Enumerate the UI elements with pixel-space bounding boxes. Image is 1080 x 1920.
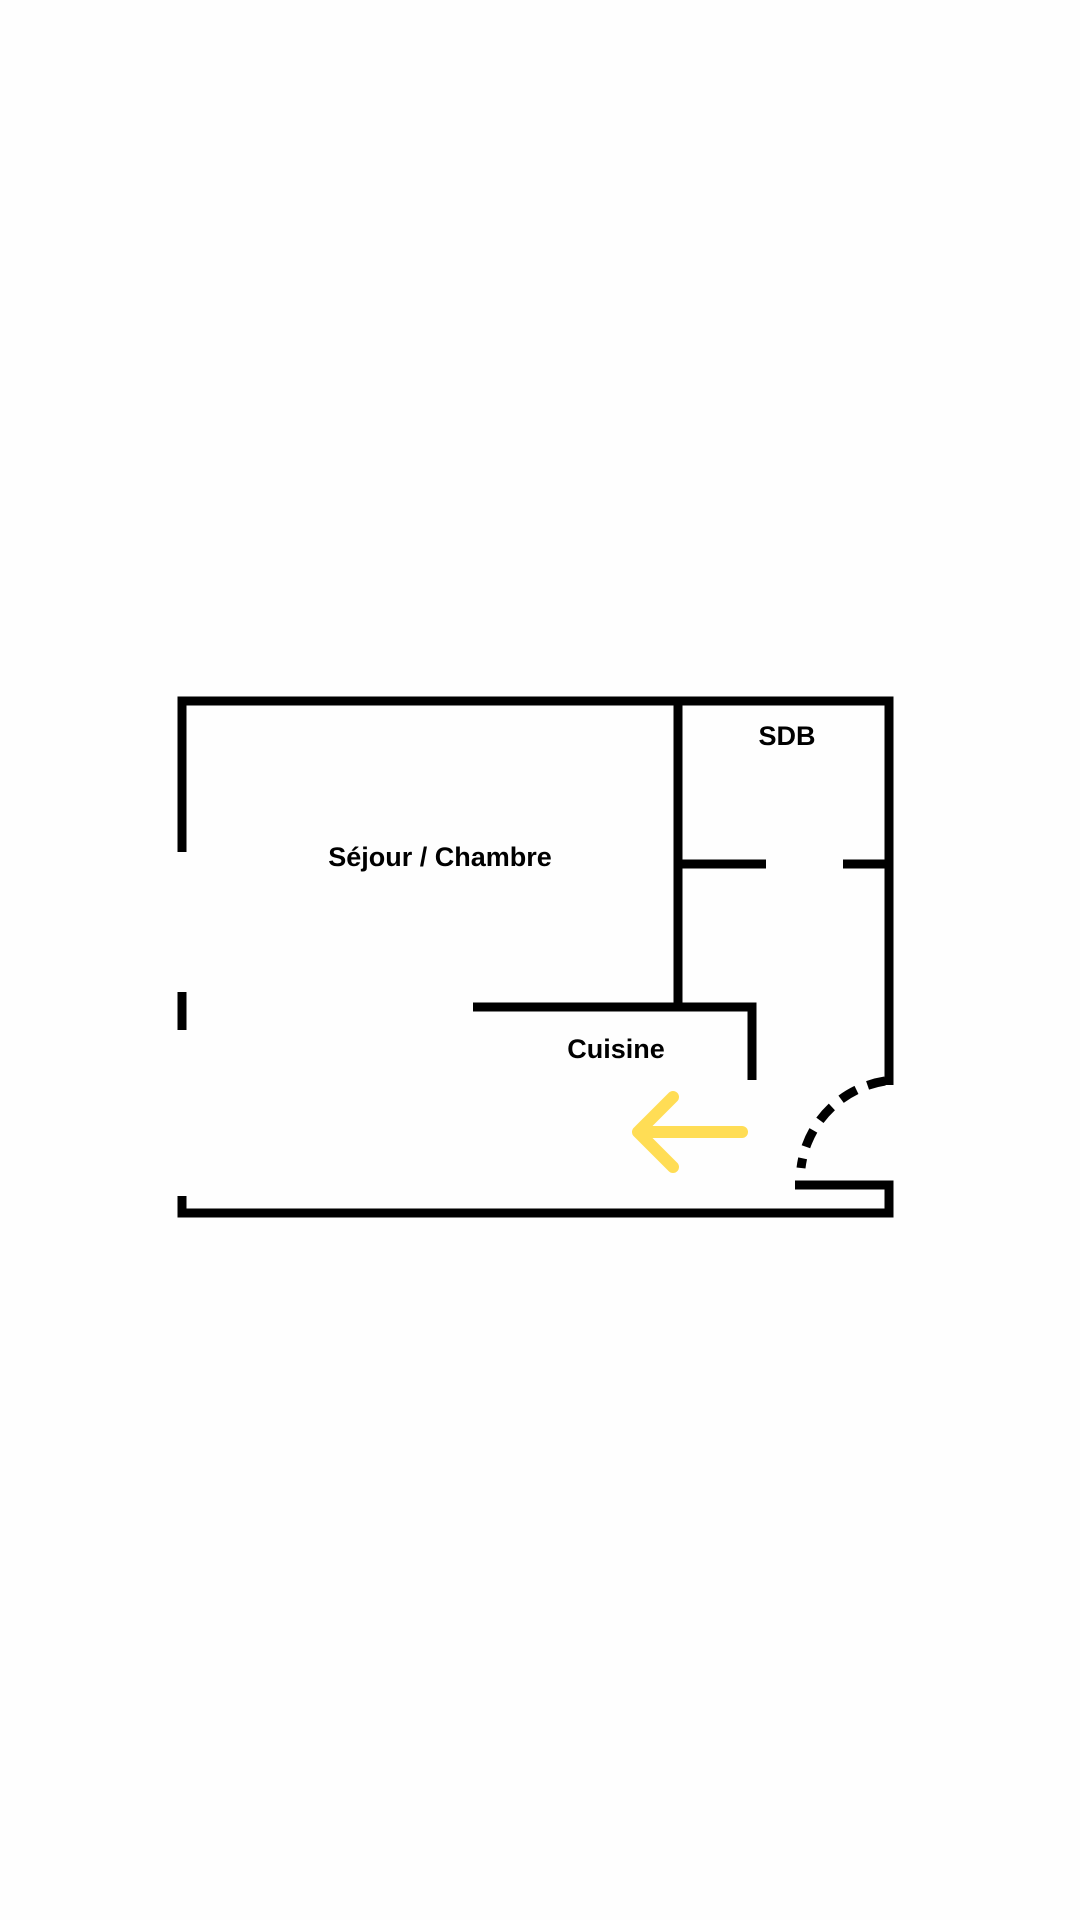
- room-label-bathroom: SDB: [758, 721, 815, 751]
- room-label-living: Séjour / Chambre: [328, 842, 552, 872]
- entrance-arrow-icon: [632, 1091, 748, 1173]
- kitchen-wall: [473, 1002, 757, 1080]
- outer-wall-top-left: [177, 696, 894, 1085]
- room-label-kitchen: Cuisine: [567, 1034, 665, 1064]
- outer-wall-bottom: [177, 1180, 894, 1218]
- door-swing-arc: [796, 1076, 886, 1169]
